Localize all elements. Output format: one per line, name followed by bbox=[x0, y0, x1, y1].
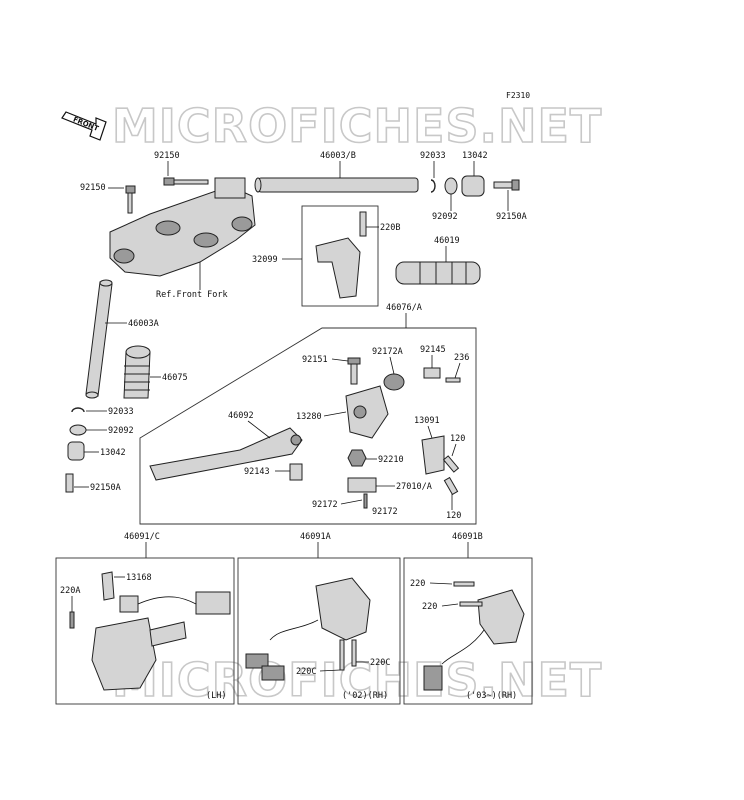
label-92092-top: 92092 bbox=[432, 212, 458, 222]
label-220C-b: 220C bbox=[370, 658, 390, 668]
circlip-92033-top-icon bbox=[430, 179, 436, 193]
figure-code: F2310 bbox=[506, 91, 530, 100]
switch-box-lh bbox=[55, 557, 235, 705]
watermark-top: MICROFICHES.NET bbox=[112, 99, 602, 153]
adjuster-92172A-icon bbox=[383, 373, 405, 391]
clamp-13091-part bbox=[421, 435, 445, 475]
switch-housing-rh-03-part bbox=[423, 581, 525, 691]
washer-92092-low-icon bbox=[69, 424, 87, 436]
label-236: 236 bbox=[454, 353, 469, 363]
handlebar-left-part bbox=[85, 279, 113, 399]
lever-group-box bbox=[139, 327, 477, 525]
throttle-pulley-part bbox=[315, 211, 367, 299]
label-92150-top: 92150 bbox=[154, 151, 180, 161]
screw-220A-icon bbox=[69, 611, 75, 629]
switch-box-rh-02 bbox=[237, 557, 401, 705]
clutch-lever-part bbox=[149, 427, 303, 481]
screw-236-icon bbox=[445, 377, 461, 383]
label-ref-front-fork: Ref.Front Fork bbox=[156, 290, 228, 300]
label-32099: 32099 bbox=[252, 255, 278, 265]
bolt-92150-left-icon bbox=[125, 185, 136, 214]
label-13280: 13280 bbox=[296, 412, 322, 422]
handlebar-right-part bbox=[254, 177, 419, 193]
label-92150A-top: 92150A bbox=[496, 212, 527, 222]
top-clamp-part bbox=[109, 177, 256, 277]
label-92210: 92210 bbox=[378, 455, 404, 465]
screw-92172-icon bbox=[363, 493, 368, 509]
label-92172-a: 92172 bbox=[312, 500, 338, 510]
bolt-120-b-icon bbox=[443, 476, 459, 496]
weight-13042-low-icon bbox=[67, 441, 85, 461]
label-variant-rh-02: ('02)(RH) bbox=[342, 691, 388, 701]
pivot-92143-icon bbox=[289, 463, 303, 481]
label-220A: 220A bbox=[60, 586, 80, 596]
bolt-92150-top-icon bbox=[163, 177, 209, 186]
label-27010A: 27010/A bbox=[396, 482, 432, 492]
bolt-92150A-top-icon bbox=[493, 179, 520, 191]
label-92151: 92151 bbox=[302, 355, 328, 365]
label-220B: 220B bbox=[380, 223, 400, 233]
label-46091C: 46091/C bbox=[124, 532, 160, 542]
clip-92145-icon bbox=[423, 367, 441, 379]
label-46003B: 46003/B bbox=[320, 151, 356, 161]
washer-92092-top-icon bbox=[444, 177, 458, 195]
bolt-92151-icon bbox=[347, 357, 361, 385]
label-92150A-low: 92150A bbox=[90, 483, 121, 493]
circlip-92033-low-icon bbox=[71, 407, 85, 413]
label-46076A: 46076/A bbox=[386, 303, 422, 313]
switch-housing-rh-02-part bbox=[245, 577, 371, 681]
nut-92210-icon bbox=[347, 449, 367, 467]
label-92033-top: 92033 bbox=[420, 151, 446, 161]
label-46003A: 46003A bbox=[128, 319, 159, 329]
label-46019: 46019 bbox=[434, 236, 460, 246]
label-13091: 13091 bbox=[414, 416, 440, 426]
label-92150-left: 92150 bbox=[80, 183, 106, 193]
label-92172A: 92172A bbox=[372, 347, 403, 357]
lever-holder-part bbox=[345, 385, 389, 439]
label-variant-lh: (LH) bbox=[206, 691, 226, 701]
label-13042-top: 13042 bbox=[462, 151, 488, 161]
label-120-a: 120 bbox=[450, 434, 465, 444]
label-46075: 46075 bbox=[162, 373, 188, 383]
switch-housing-lh-part bbox=[91, 571, 231, 691]
label-46091A: 46091A bbox=[300, 532, 331, 542]
label-220C-a: 220C bbox=[296, 667, 316, 677]
front-arrow-icon: FRONT bbox=[61, 111, 107, 141]
label-120-b: 120 bbox=[446, 511, 461, 521]
switch-27010A-part bbox=[347, 477, 377, 493]
label-variant-rh-03: ('03~)(RH) bbox=[466, 691, 517, 701]
label-13042-low: 13042 bbox=[100, 448, 126, 458]
label-46091B: 46091B bbox=[452, 532, 483, 542]
weight-13042-top-icon bbox=[461, 175, 485, 197]
label-92092-low: 92092 bbox=[108, 426, 134, 436]
label-92145: 92145 bbox=[420, 345, 446, 355]
label-220-a: 220 bbox=[410, 579, 425, 589]
grip-left-part bbox=[123, 345, 151, 399]
label-92033-low: 92033 bbox=[108, 407, 134, 417]
throttle-group-box bbox=[301, 205, 379, 307]
label-13168: 13168 bbox=[126, 573, 152, 583]
watermark-bottom: MICROFICHES.NET bbox=[112, 653, 602, 707]
bolt-120-a-icon bbox=[442, 455, 460, 473]
label-46092: 46092 bbox=[228, 411, 254, 421]
label-92172-b: 92172 bbox=[372, 507, 398, 517]
label-92143: 92143 bbox=[244, 467, 270, 477]
switch-box-rh-03 bbox=[403, 557, 533, 705]
bolt-92150A-low-icon bbox=[65, 473, 74, 493]
grip-right-part bbox=[395, 261, 481, 285]
label-220-b: 220 bbox=[422, 602, 437, 612]
